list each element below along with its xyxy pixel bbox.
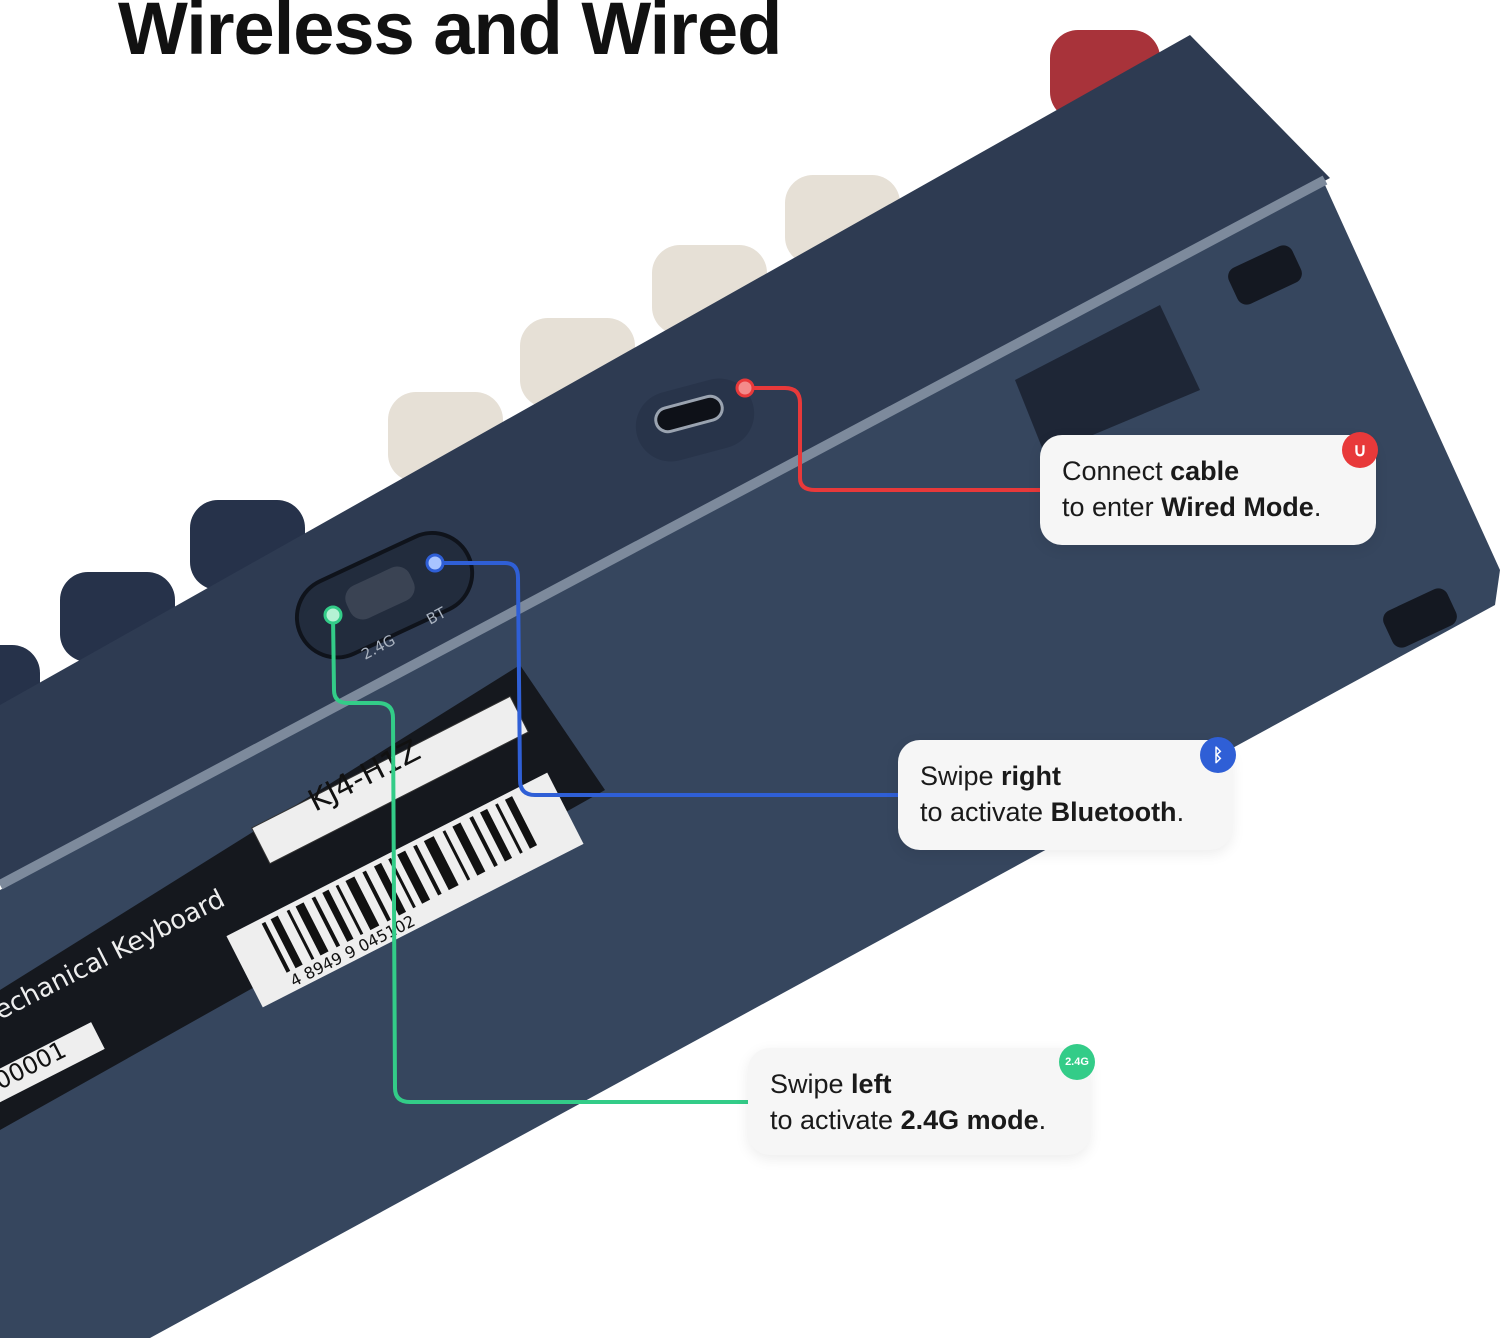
bluetooth-icon: ᛒ [1200, 737, 1236, 773]
callout-bluetooth: Swipe right to activate Bluetooth. ᛒ [898, 737, 1236, 850]
usb-c-port [654, 394, 724, 434]
callout-bold-text: Bluetooth [1050, 797, 1177, 827]
callout-bold-text: cable [1170, 456, 1240, 486]
callout-24g: Swipe left to activate 2.4G mode. 2.4G [748, 1044, 1095, 1155]
wireless-guide-line [331, 614, 750, 1104]
bluetooth-guide-line [435, 561, 900, 797]
callout-wired: Connect cable to enter Wired Mode. ∪ [1040, 432, 1378, 545]
callout-text: Swipe [920, 761, 1002, 791]
page-title: Wireless and Wired [118, 0, 782, 70]
edge-highlight [0, 175, 1328, 890]
rubber-foot [1383, 588, 1457, 648]
hand-pointer-icon-wired [735, 378, 755, 398]
callout-bold-text: Wired Mode [1161, 492, 1314, 522]
callout-bold-text: right [1001, 761, 1062, 791]
callout-text: to enter [1062, 492, 1162, 522]
callout-text: Connect [1062, 456, 1171, 486]
hand-pointer-icon-24g [323, 605, 343, 625]
callout-text: Swipe [770, 1069, 852, 1099]
callout-bold-text: left [851, 1069, 892, 1099]
callout-text: . [1176, 797, 1185, 827]
callout-text: . [1038, 1105, 1047, 1135]
callout-bold-text: 2.4G mode [900, 1105, 1039, 1135]
callout-text: to activate [920, 797, 1051, 827]
badge-24g: 2.4G [1059, 1044, 1095, 1080]
kickstand [1015, 305, 1200, 455]
serial-box [0, 1022, 105, 1106]
callout-text: . [1313, 492, 1322, 522]
mode-switch-slider[interactable] [341, 562, 420, 624]
callout-text: to activate [770, 1105, 901, 1135]
wired-guide-line [745, 386, 1042, 492]
rubber-foot [1228, 245, 1302, 305]
cable-icon: ∪ [1342, 432, 1378, 468]
hand-pointer-icon-bluetooth [425, 553, 445, 573]
